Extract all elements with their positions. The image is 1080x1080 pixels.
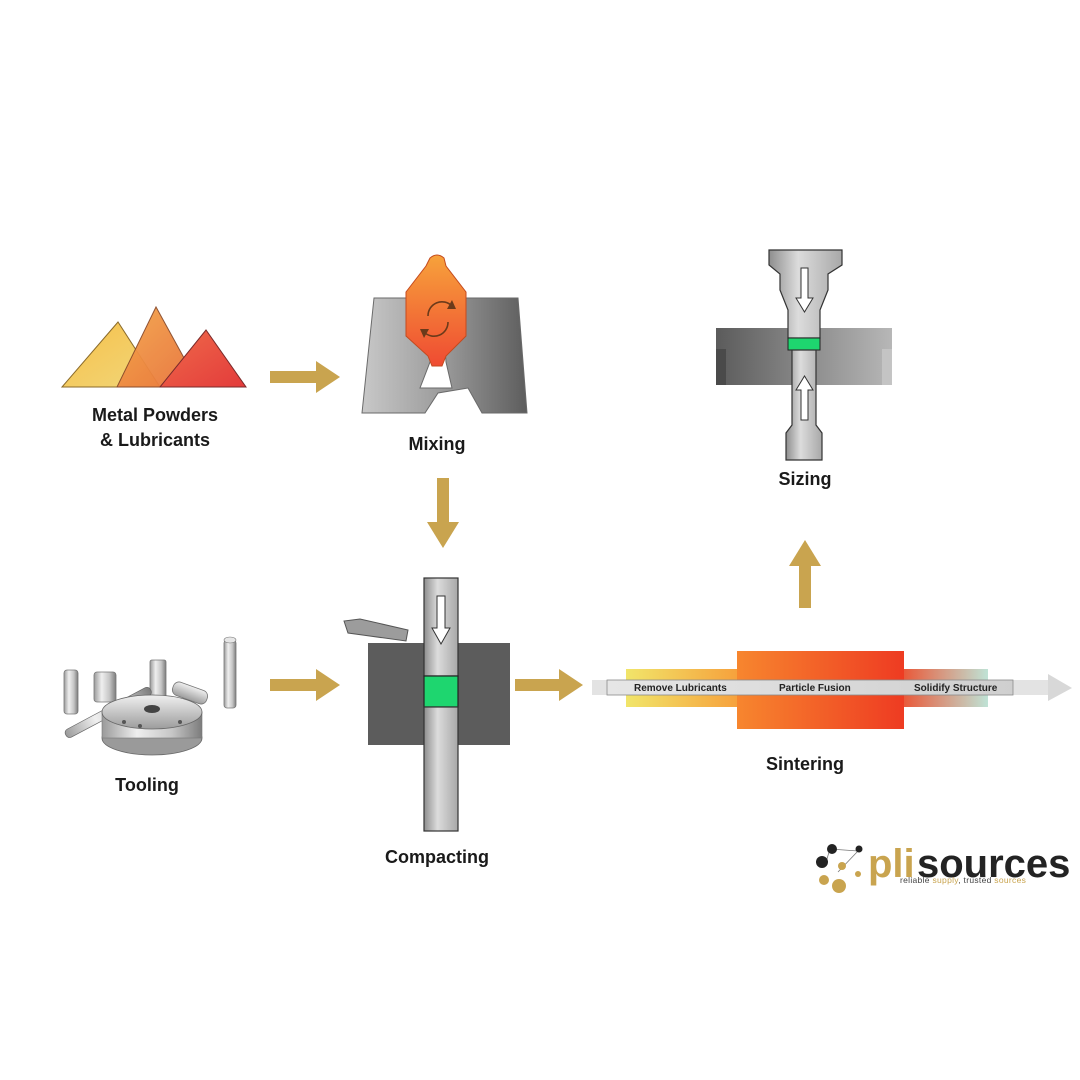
metal-powders-label: Metal Powders & Lubricants [60, 403, 250, 453]
logo-tagline: reliable supply, trusted sources [900, 875, 1026, 885]
sintering-stage-particle-fusion: Particle Fusion [779, 683, 851, 694]
compaction-press-icon [343, 577, 510, 832]
logo-tagline-part4: sources [994, 875, 1027, 885]
sizing-press-icon [716, 249, 892, 461]
sintering-stage-solidify-structure: Solidify Structure [914, 683, 998, 694]
arrow-right-icon [270, 669, 340, 701]
arrow-down-icon [427, 478, 459, 548]
mixing-label: Mixing [408, 434, 466, 454]
logo-tagline-part2: supply [932, 875, 959, 885]
metal-powders-icon [60, 305, 247, 388]
logo-tagline-part3: , trusted [958, 875, 995, 885]
metal-powders-label-line2: & Lubricants [99, 430, 210, 450]
logo-name-pli: pli [868, 842, 915, 886]
pli-sources-logo: pli sources reliable supply, trusted sou… [812, 842, 1070, 894]
logo-tagline-part1: reliable [900, 875, 933, 885]
logo-name-sources: sources [917, 842, 1071, 886]
tooling-icon [63, 636, 237, 756]
pli-logo-mark-icon [816, 844, 863, 893]
arrow-up-icon [789, 540, 821, 608]
sintering-label: Sintering [765, 754, 844, 774]
sintering-furnace-icon [592, 651, 1072, 729]
metal-powders-label-line1: Metal Powders [91, 405, 219, 425]
mixer-icon [361, 254, 528, 414]
sizing-label: Sizing [778, 469, 832, 489]
compacting-label: Compacting [384, 847, 489, 867]
sintering-stage-remove-lubricants: Remove Lubricants [634, 683, 727, 694]
tooling-label: Tooling [115, 775, 179, 795]
arrow-right-icon [270, 361, 340, 393]
arrow-right-icon [515, 669, 583, 701]
